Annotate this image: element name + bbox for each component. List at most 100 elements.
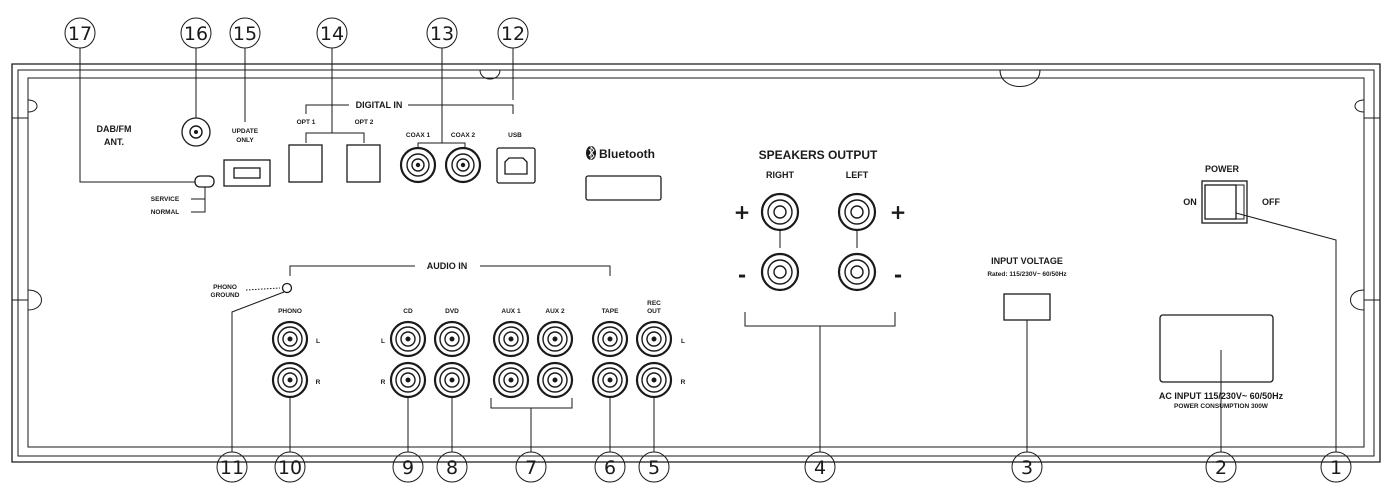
left-minus-sign: - [894,263,902,287]
callout-4: 4 [804,451,836,483]
optical-input-1 [288,144,323,183]
callout-14-number: 14 [320,23,344,45]
callout-8-number: 8 [446,457,458,479]
digital-in-section: DIGITAL IN OPT 1 OPT 2 COAX 1 COAX 2 USB [288,100,536,184]
callout-3-number: 3 [1021,457,1033,479]
callout-2: 2 [1205,451,1237,483]
rec-out-right-jack [635,361,673,399]
service-label: SERVICE [151,196,180,203]
opt2-label: OPT 2 [355,119,374,126]
callout-6: 6 [594,451,626,483]
bluetooth-icon [586,145,596,161]
aux1-label: AUX 1 [501,308,521,315]
opt1-label: OPT 1 [297,119,316,126]
aux2-left-jack [536,320,574,358]
phono-ground-label-2: GROUND [211,292,240,299]
callout-7: 7 [515,451,547,483]
update-label: UPDATE [232,128,259,135]
speakers-output-section: SPEAKERS OUTPUT RIGHT LEFT + + - - [734,148,907,452]
speaker-right-positive [760,192,800,232]
usb-b-port [496,147,536,184]
rca-jacks [271,320,673,399]
phono-right-jack [271,361,309,399]
chassis-outline [11,63,1381,463]
callout-9-number: 9 [402,457,414,479]
callout-13: 13 [417,17,466,148]
aux2-label: AUX 2 [545,308,565,315]
dvd-label: DVD [445,308,459,315]
power-section: POWER ON OFF [1183,164,1337,452]
on-label: ON [1183,197,1197,207]
bluetooth-antenna-slot [585,175,662,201]
line-l-label: L [381,338,385,345]
bluetooth-section: Bluetooth [585,145,662,201]
service-switch [194,175,215,188]
callout-6-number: 6 [604,457,616,479]
callout-1-number: 1 [1330,457,1342,479]
callout-10-number: 10 [278,457,302,479]
audio-in-section: AUDIO IN PHONO GROUND PHONO CD DVD AUX 1… [211,261,686,452]
phono-ground-terminal [281,282,293,294]
aux2-right-jack [536,361,574,399]
tape-right-jack [591,361,629,399]
dvd-left-jack [433,320,471,358]
speakers-output-label: SPEAKERS OUTPUT [759,148,878,162]
ant-label: ANT. [104,137,124,147]
phono-ground-label-1: PHONO [213,284,237,291]
callout-7-number: 7 [525,457,537,479]
ac-input-section: AC INPUT 115/230V~ 60/50Hz POWER CONSUMP… [1159,314,1284,452]
phono-r-label: R [316,379,321,386]
rec-r-label: R [681,379,686,386]
rec-label: REC [647,300,661,307]
callout-11: 11 [216,451,248,483]
right-label: RIGHT [766,170,795,180]
callout-13-number: 13 [430,23,454,45]
callout-15: 15 [229,17,261,122]
cd-right-jack [389,361,427,399]
callout-8: 8 [436,451,468,483]
callout-16: 16 [180,17,212,118]
phono-l-label: L [316,338,320,345]
power-switch [1201,180,1248,224]
callout-1: 1 [1320,451,1352,483]
phono-label: PHONO [278,308,302,315]
left-label: LEFT [846,170,869,180]
bluetooth-label: Bluetooth [599,147,655,161]
antenna-connector [181,117,211,147]
left-plus-sign: + [890,200,907,224]
rated-label: Rated: 115/230V~ 60/50Hz [987,271,1067,278]
power-label: POWER [1205,164,1240,174]
right-plus-sign: + [734,200,751,224]
only-label: ONLY [236,137,254,144]
usb-label: USB [508,132,522,139]
aux1-left-jack [492,320,530,358]
callout-12: 12 [497,17,529,100]
callout-15-number: 15 [233,23,257,45]
digital-in-label: DIGITAL IN [356,100,403,110]
callout-17-number: 17 [68,23,92,45]
phono-left-jack [271,320,309,358]
line-r-label: R [381,379,386,386]
callout-11-number: 11 [220,457,244,479]
cd-label: CD [403,308,413,315]
usb-a-update-port [223,159,271,187]
callout-16-number: 16 [184,23,208,45]
rec-out-left-jack [635,320,673,358]
dab-fm-label: DAB/FM [97,124,132,134]
callout-5-number: 5 [648,457,660,479]
tape-left-jack [591,320,629,358]
callout-5: 5 [638,451,670,483]
right-minus-sign: - [738,263,746,287]
optical-input-2 [346,144,381,183]
audio-in-label: AUDIO IN [427,261,468,271]
callout-4-number: 4 [814,457,826,479]
speaker-left-negative [837,252,877,292]
callout-17: 17 [64,17,195,183]
aux1-right-jack [492,361,530,399]
ac-power-inlet [1159,314,1274,383]
rec-l-label: L [681,338,685,345]
tape-label: TAPE [602,308,620,315]
coax2-label: COAX 2 [451,132,476,139]
